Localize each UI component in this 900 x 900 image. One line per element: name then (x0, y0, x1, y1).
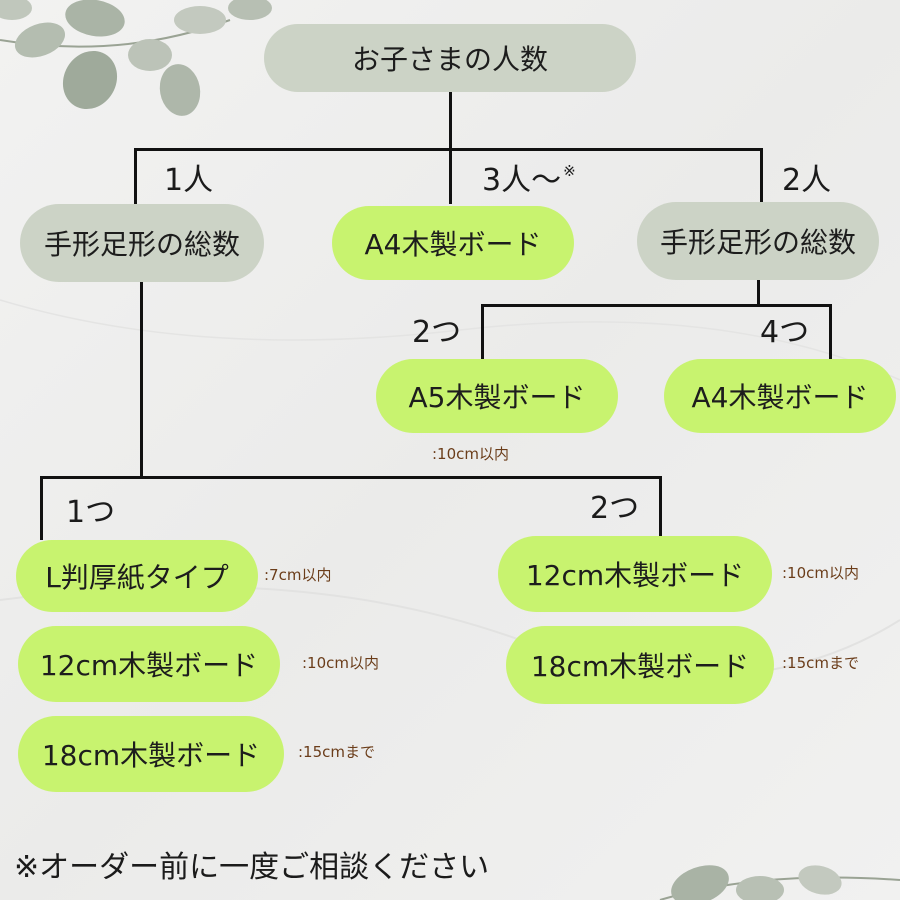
node-total-right: 手形足形の総数 (637, 202, 879, 280)
connector-two-down (760, 148, 763, 204)
node-a5-board: A5木製ボード (376, 359, 618, 433)
root-children-count: お子さまの人数 (264, 24, 636, 92)
connector-three-down (449, 148, 452, 204)
connector-level1-horizontal (134, 148, 763, 151)
count-label-left-one: 1つ (66, 495, 116, 530)
eucalyptus-leaves-top-left (0, 0, 272, 116)
connector-left-one-down (40, 476, 43, 540)
branch-label-two-children: 2人 (782, 163, 832, 198)
node-18cm-board-right: 18cm木製ボード (506, 626, 774, 704)
connector-left-two-down (659, 476, 662, 536)
eucalyptus-leaves-bottom-right (659, 865, 900, 900)
branch-three-plus-mark: ※ (563, 162, 576, 180)
connector-left-total-down (140, 282, 143, 478)
note-a5-size: :10cm以内 (432, 445, 509, 463)
note-12cm-right-size: :10cm以内 (782, 564, 859, 582)
connector-right-horizontal (481, 304, 832, 307)
connector-left-horizontal (40, 476, 662, 479)
note-18cm-right-size: :15cmまで (782, 654, 859, 672)
connector-right-two-down (481, 304, 484, 359)
branch-three-plus-text: 3人〜 (482, 163, 562, 198)
note-12cm-left-size: :10cm以内 (302, 654, 379, 672)
node-l-thick-paper: L判厚紙タイプ (16, 540, 258, 612)
count-label-right-four: 4つ (760, 315, 810, 350)
note-18cm-left-size: :15cmまで (298, 743, 375, 761)
branch-label-three-plus: 3人〜※ (482, 163, 576, 198)
count-label-left-two: 2つ (590, 491, 640, 526)
connector-root-down (449, 92, 452, 150)
connector-right-total-down (757, 278, 760, 306)
node-12cm-board-left: 12cm木製ボード (18, 626, 280, 702)
node-total-left: 手形足形の総数 (20, 204, 264, 282)
node-a4-board-right: A4木製ボード (664, 359, 896, 433)
node-12cm-board-right: 12cm木製ボード (498, 536, 772, 612)
connector-one-down (134, 148, 137, 204)
branch-label-one-child: 1人 (164, 163, 214, 198)
count-label-right-two: 2つ (412, 315, 462, 350)
connector-right-four-down (829, 304, 832, 359)
footer-consult-note: ※オーダー前に一度ご相談ください (14, 850, 490, 885)
note-l-thick-size: :7cm以内 (264, 566, 332, 584)
node-a4-board-center: A4木製ボード (332, 206, 574, 280)
node-18cm-board-left: 18cm木製ボード (18, 716, 284, 792)
